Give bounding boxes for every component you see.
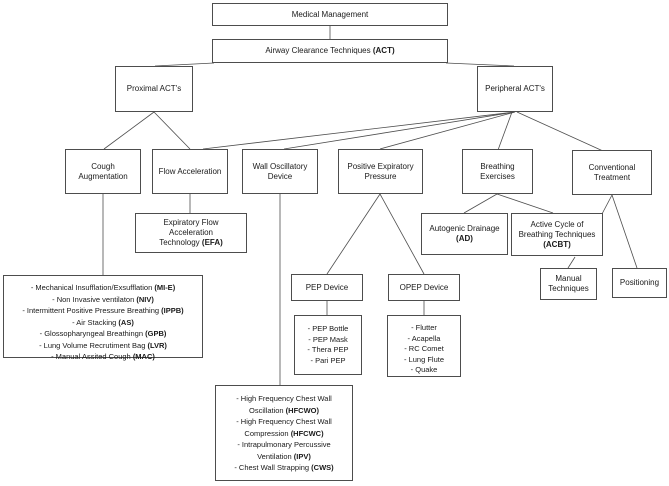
list-item: - Manual Assited Cough (MAC) [51, 352, 155, 361]
edge-act-proximal [154, 62, 215, 67]
edge-acbt-manual [567, 256, 576, 269]
node-label: Conventional Treatment [588, 162, 636, 182]
list-item: - Chest Wall Strapping (CWS) [234, 463, 334, 472]
edge-act-peripheral [445, 62, 515, 67]
edge-peripheral-flow [202, 111, 516, 150]
edge-breathing-acbt [496, 193, 554, 214]
edge-proximal-flow [153, 111, 191, 150]
edge-breathing-ad [463, 193, 498, 214]
node-positioning: Positioning [612, 268, 667, 298]
edge-conventional-positioning [611, 194, 638, 269]
list-item: - Glossopharyngeal Breathingn (GPB) [39, 329, 167, 338]
edge-peripheral-breathing [497, 111, 513, 151]
edge-proximal-cough [103, 111, 155, 150]
node-expiratory-flow-acceleration-technology: Expiratory Flow Acceleration Technology … [135, 213, 247, 253]
list-item: - Intermittent Positive Pressure Breathi… [22, 306, 184, 315]
list-opep-device-models: - Flutter - Acapella - RC Comet - Lung F… [387, 315, 461, 377]
node-autogenic-drainage: Autogenic Drainage (AD) [421, 213, 508, 255]
list-item: - High Frequency Chest Wall Oscillation … [236, 394, 332, 415]
node-breathing-exercises: Breathing Exercises [462, 149, 533, 194]
list-item: - Non Invasive ventilaton (NIV) [52, 294, 154, 304]
node-opep-device: OPEP Device [388, 274, 460, 301]
list-item: - RC Comet [404, 344, 444, 353]
list-item: - PEP Mask [308, 334, 348, 344]
node-label: Expiratory Flow Acceleration Technology … [159, 218, 223, 247]
list-item: - Pari PEP [310, 355, 346, 365]
node-label: Airway Clearance Techniques (ACT) [265, 46, 395, 55]
node-label: Manual Techniques [548, 274, 589, 293]
list-item: - Air Stacking (AS) [72, 317, 134, 327]
node-label: Wall Oscillatory Device [252, 161, 308, 181]
list-item: - Flutter [411, 323, 437, 332]
list-item: - Acapella [407, 333, 441, 343]
node-airway-clearance-techniques: Airway Clearance Techniques (ACT) [212, 39, 448, 63]
list-item: - Thera PEP [307, 345, 349, 354]
edge-peripheral-pep [379, 111, 516, 150]
list-item: - Lung Flute [403, 354, 445, 364]
node-peripheral-acts: Peripheral ACT's [477, 66, 553, 112]
node-pep-device: PEP Device [291, 274, 363, 301]
node-cough-augmentation: Cough Augmentation [65, 149, 141, 194]
list-item: - PEP Bottle [307, 324, 349, 333]
node-label: Peripheral ACT's [485, 84, 545, 93]
node-label: Breathing Exercises [480, 161, 515, 181]
node-label: Positioning [619, 278, 660, 287]
node-label: OPEP Device [399, 282, 449, 292]
list-wall-oscillatory-methods: - High Frequency Chest Wall Oscillation … [215, 385, 353, 481]
node-label: PEP Device [305, 282, 349, 292]
node-wall-oscillatory-device: Wall Oscillatory Device [242, 149, 318, 194]
list-item: - Lung Volume Recrutiment Bag (LVR) [39, 340, 167, 350]
list-item: - Mechanical Insufflation/Exsufflation (… [30, 283, 176, 292]
node-label: Medical Management [291, 9, 369, 19]
list-item: - High Frequency Chest Wall Compression … [236, 417, 332, 438]
node-label: Flow Acceleration [158, 166, 222, 176]
node-label: Positive Expiratory Pressure [347, 161, 414, 181]
node-medical-management: Medical Management [212, 3, 448, 26]
node-label: Cough Augmentation [78, 161, 128, 181]
edge-peripheral-conventional [516, 111, 604, 152]
node-positive-expiratory-pressure: Positive Expiratory Pressure [338, 149, 423, 194]
edge-peripheral-wall [283, 111, 516, 150]
node-label: Proximal ACT's [126, 84, 182, 93]
node-conventional-treatment: Conventional Treatment [572, 150, 652, 195]
node-active-cycle-breathing-techniques: Active Cycle of Breathing Techniques (AC… [511, 213, 603, 256]
list-item: - Quake [410, 365, 438, 374]
list-item: - Intrapulmonary Percussive Ventilation … [237, 440, 331, 461]
edge-pep-pepdevice [326, 193, 381, 275]
edge-pep-opepdevice [379, 193, 425, 275]
list-pep-device-models: - PEP Bottle - PEP Mask - Thera PEP - Pa… [294, 315, 362, 375]
node-label: Autogenic Drainage (AD) [429, 224, 500, 243]
node-proximal-acts: Proximal ACT's [115, 66, 193, 112]
node-label: Active Cycle of Breathing Techniques (AC… [518, 219, 596, 249]
edge-conventional-acbt [601, 194, 613, 215]
node-flow-acceleration: Flow Acceleration [152, 149, 228, 194]
node-manual-techniques: Manual Techniques [540, 268, 597, 300]
list-cough-augmentation-methods: - Mechanical Insufflation/Exsufflation (… [3, 275, 203, 361]
